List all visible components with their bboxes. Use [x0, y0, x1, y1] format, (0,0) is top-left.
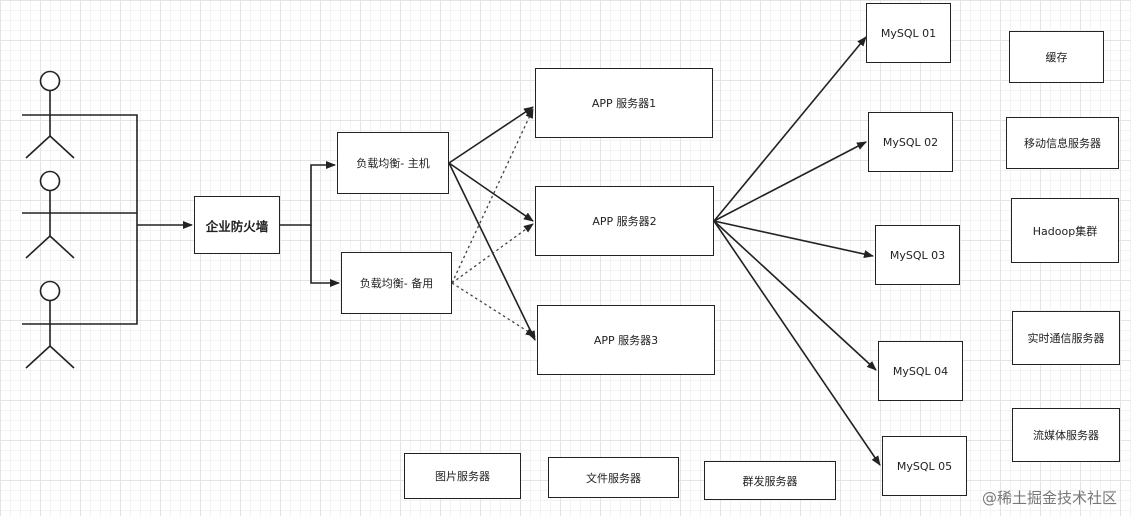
firewall-to-lb-backup [310, 225, 340, 287]
app2-to-mysql4 [713, 220, 877, 371]
firewall-to-lb [280, 161, 336, 226]
app2-to-mysql1 [713, 36, 867, 222]
backup-lb-to-app3 [451, 282, 536, 337]
app2-to-mysql3 [713, 220, 874, 258]
realtime-comm-server-node: 实时通信服务器 [1012, 311, 1120, 365]
mysql-node-01: MySQL 01 [866, 3, 951, 63]
lb-to-app3 [448, 162, 536, 341]
user-icon [22, 280, 78, 369]
user-icon [22, 170, 78, 259]
mysql-node-02: MySQL 02 [868, 112, 953, 172]
user-link-3 [78, 225, 138, 325]
load-balancer-primary: 负载均衡- 主机 [337, 132, 449, 194]
mysql-node-03: MySQL 03 [875, 225, 960, 285]
app2-to-mysql5 [713, 220, 881, 466]
mysql-node-05: MySQL 05 [882, 436, 967, 496]
image-server-node: 图片服务器 [404, 453, 521, 499]
app2-to-mysql2 [713, 141, 867, 222]
streaming-media-server-node: 流媒体服务器 [1012, 408, 1120, 462]
watermark: @稀土掘金技术社区 [981, 489, 1117, 507]
mobile-message-server-node: 移动信息服务器 [1006, 117, 1119, 169]
lb-to-app2 [448, 162, 534, 222]
cache-node: 缓存 [1009, 31, 1104, 83]
backup-lb-to-app2 [451, 223, 534, 284]
user-icon [22, 70, 78, 159]
backup-lb-to-app1 [451, 108, 534, 284]
app-server-3: APP 服务器3 [537, 305, 715, 375]
firewall-node: 企业防火墙 [194, 196, 280, 254]
app-server-1: APP 服务器1 [535, 68, 713, 138]
broadcast-server-node: 群发服务器 [704, 461, 836, 500]
mysql-node-04: MySQL 04 [878, 341, 963, 401]
lb-to-app1 [448, 106, 534, 164]
hadoop-cluster-node: Hadoop集群 [1011, 198, 1119, 263]
user-link-1 [78, 114, 138, 225]
load-balancer-backup: 负载均衡- 备用 [341, 252, 452, 314]
file-server-node: 文件服务器 [548, 457, 679, 498]
app-server-2: APP 服务器2 [535, 186, 714, 256]
